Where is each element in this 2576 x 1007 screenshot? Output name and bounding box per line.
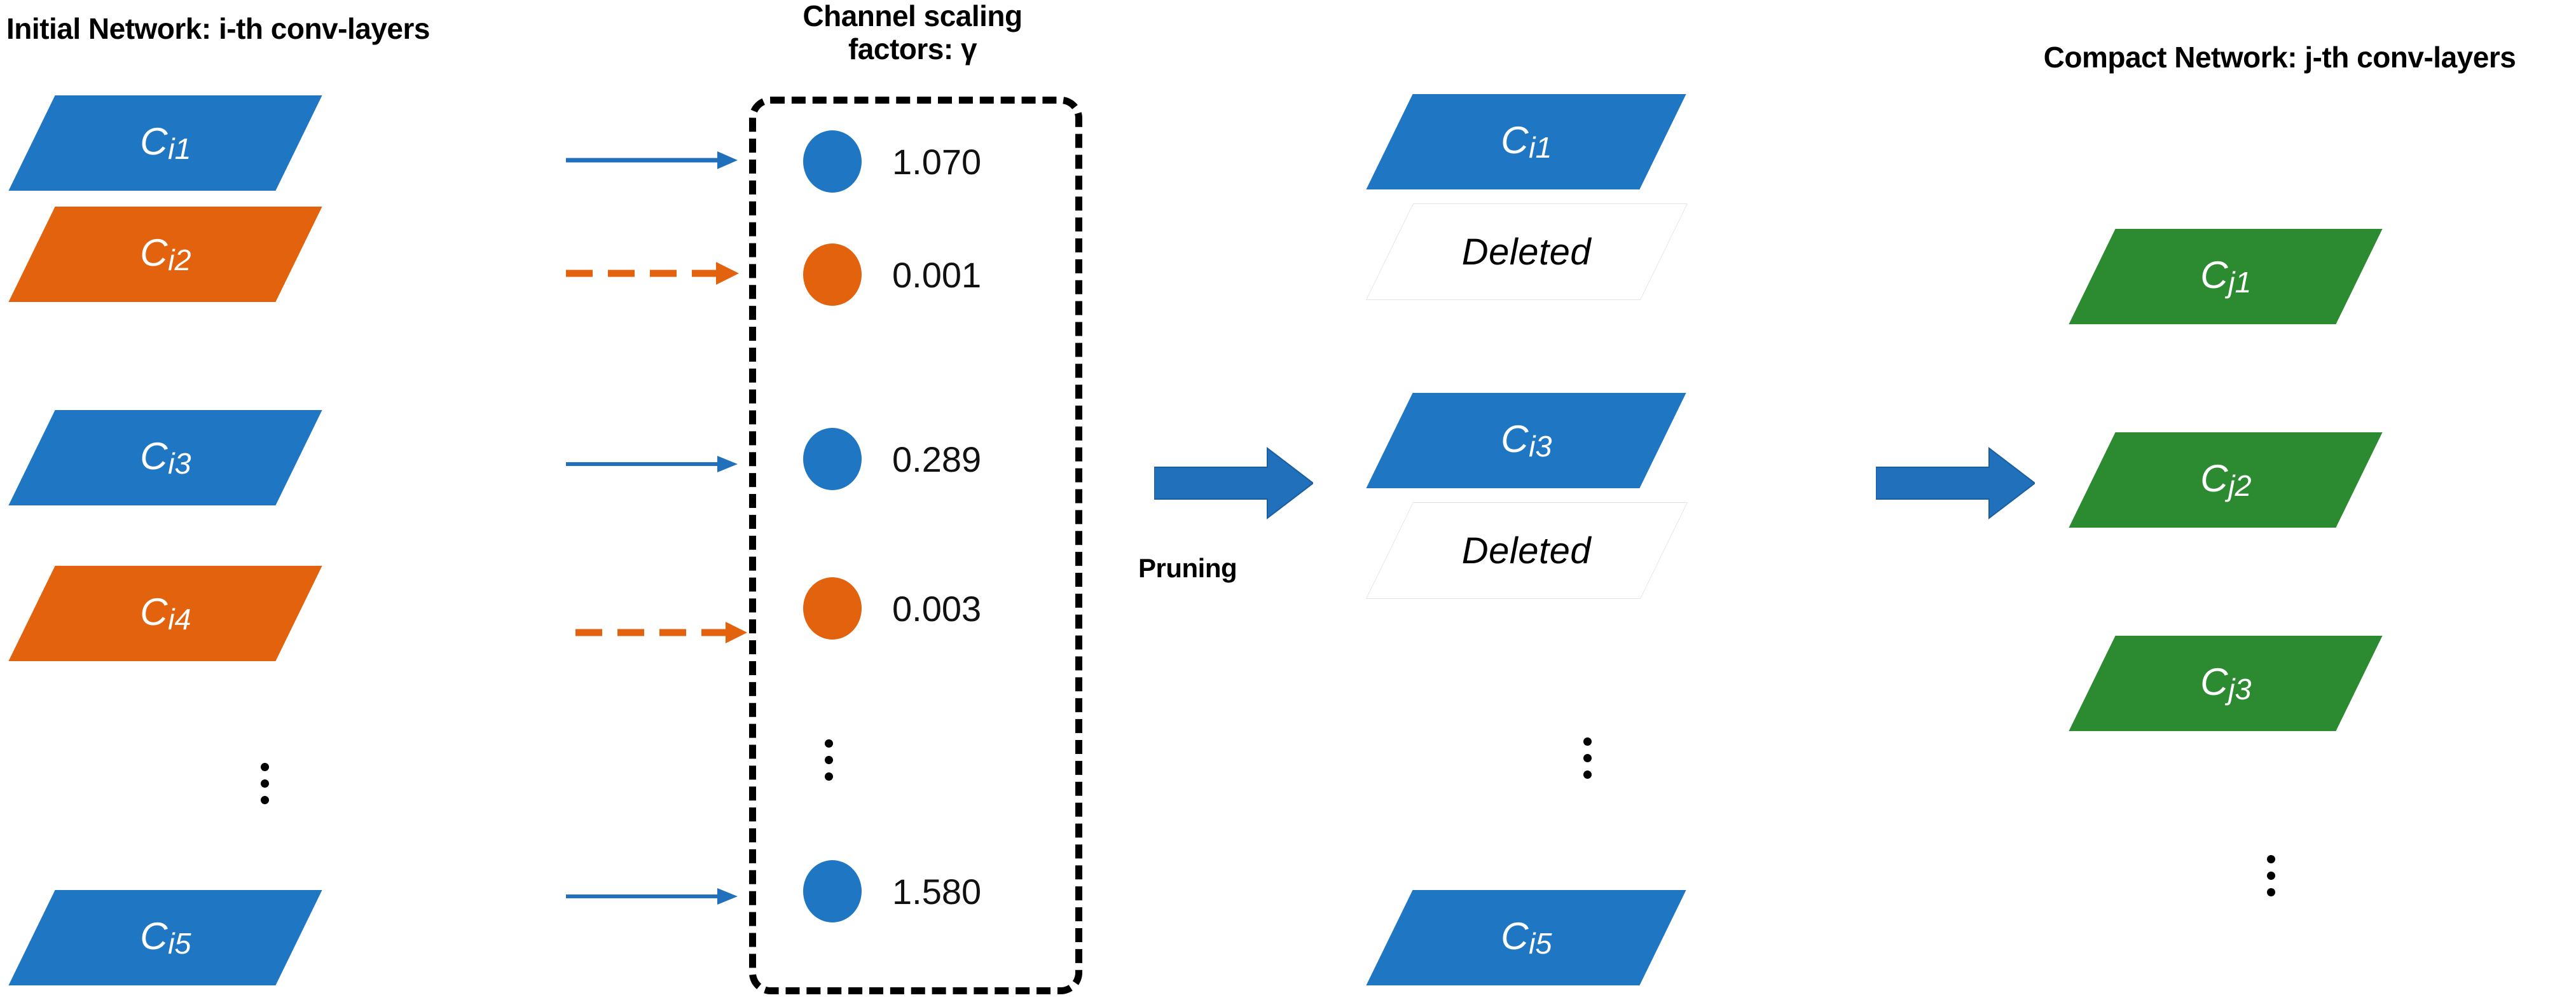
ellipsis-dot — [2267, 855, 2275, 863]
gamma-box-ellipsis — [825, 739, 833, 781]
deleted-label: Deleted — [1462, 530, 1592, 572]
pruned-layer-deleted-2[interactable]: Deleted — [1365, 502, 1688, 599]
layer-label: Ci3 — [139, 435, 191, 481]
ellipsis-dot — [1583, 754, 1592, 762]
layer-label: Cj2 — [2200, 457, 2252, 503]
channel-scaling-title: Channel scaling factors: γ — [802, 0, 1023, 65]
pruned-network-ellipsis — [1583, 737, 1592, 779]
gamma-value: 1.070 — [892, 141, 982, 182]
gamma-value: 0.003 — [892, 588, 982, 629]
pruned-layer-deleted-1[interactable]: Deleted — [1365, 203, 1688, 300]
pruned-layer-ci5[interactable]: Ci5 — [1366, 890, 1686, 985]
deleted-label: Deleted — [1462, 231, 1592, 273]
layer-label: Ci5 — [1500, 915, 1552, 961]
pruning-arrow — [1154, 445, 1313, 521]
channel-scaling-box: 1.070 0.001 0.289 0.003 1.580 — [749, 97, 1082, 994]
connector-arrow-ci5 — [566, 884, 738, 909]
compact-layer-cj2[interactable]: Cj2 — [2069, 432, 2383, 528]
initial-layer-ci1[interactable]: Ci1 — [8, 95, 322, 191]
pruning-label: Pruning — [1138, 553, 1237, 583]
gamma-dot-orange — [803, 243, 862, 306]
ellipsis-dot — [825, 739, 833, 748]
gamma-dot-blue — [803, 428, 862, 490]
gamma-value: 0.001 — [892, 254, 982, 295]
connector-arrow-ci2 — [566, 261, 739, 286]
ellipsis-dot — [2267, 888, 2275, 896]
gamma-row-1: 1.070 — [803, 130, 981, 193]
gamma-row-3: 0.289 — [803, 428, 981, 490]
pruned-layer-ci3[interactable]: Ci3 — [1366, 393, 1686, 488]
initial-layer-ci4[interactable]: Ci4 — [8, 566, 322, 661]
ellipsis-dot — [2267, 872, 2275, 880]
compact-network-ellipsis — [2267, 855, 2275, 896]
initial-layer-ci5[interactable]: Ci5 — [8, 890, 322, 985]
compact-arrow — [1876, 445, 2035, 521]
gamma-row-4: 0.003 — [803, 577, 981, 640]
gamma-value: 0.289 — [892, 439, 982, 479]
compact-network-title: Compact Network: j-th conv-layers — [2043, 41, 2516, 74]
layer-label: Cj1 — [2200, 254, 2252, 299]
layer-label: Ci4 — [139, 591, 191, 636]
connector-arrow-ci3 — [566, 451, 738, 477]
initial-network-ellipsis — [261, 763, 269, 804]
gamma-dot-orange — [803, 577, 862, 640]
gamma-value: 1.580 — [892, 871, 982, 912]
initial-layer-ci3[interactable]: Ci3 — [8, 410, 322, 505]
gamma-dot-blue — [803, 860, 862, 922]
ellipsis-dot — [1583, 737, 1592, 746]
ellipsis-dot — [261, 763, 269, 771]
connector-arrow-ci4 — [575, 620, 747, 645]
layer-label: Cj3 — [2200, 661, 2252, 706]
layer-label: Ci2 — [139, 231, 191, 277]
layer-label: Ci3 — [1500, 418, 1552, 463]
connector-arrow-ci1 — [566, 147, 738, 173]
ellipsis-dot — [261, 796, 269, 804]
layer-label: Ci1 — [1500, 119, 1552, 165]
gamma-row-5: 1.580 — [803, 860, 981, 922]
pruned-layer-ci1[interactable]: Ci1 — [1366, 94, 1686, 189]
initial-layer-ci2[interactable]: Ci2 — [8, 207, 322, 302]
gamma-dot-blue — [803, 130, 862, 193]
layer-label: Ci5 — [139, 915, 191, 961]
layer-label: Ci1 — [139, 120, 191, 166]
ellipsis-dot — [1583, 771, 1592, 779]
gamma-row-2: 0.001 — [803, 243, 981, 306]
initial-network-title: Initial Network: i-th conv-layers — [6, 12, 430, 45]
compact-layer-cj3[interactable]: Cj3 — [2069, 636, 2383, 731]
ellipsis-dot — [261, 779, 269, 788]
ellipsis-dot — [825, 756, 833, 764]
ellipsis-dot — [825, 772, 833, 781]
compact-layer-cj1[interactable]: Cj1 — [2069, 229, 2383, 324]
